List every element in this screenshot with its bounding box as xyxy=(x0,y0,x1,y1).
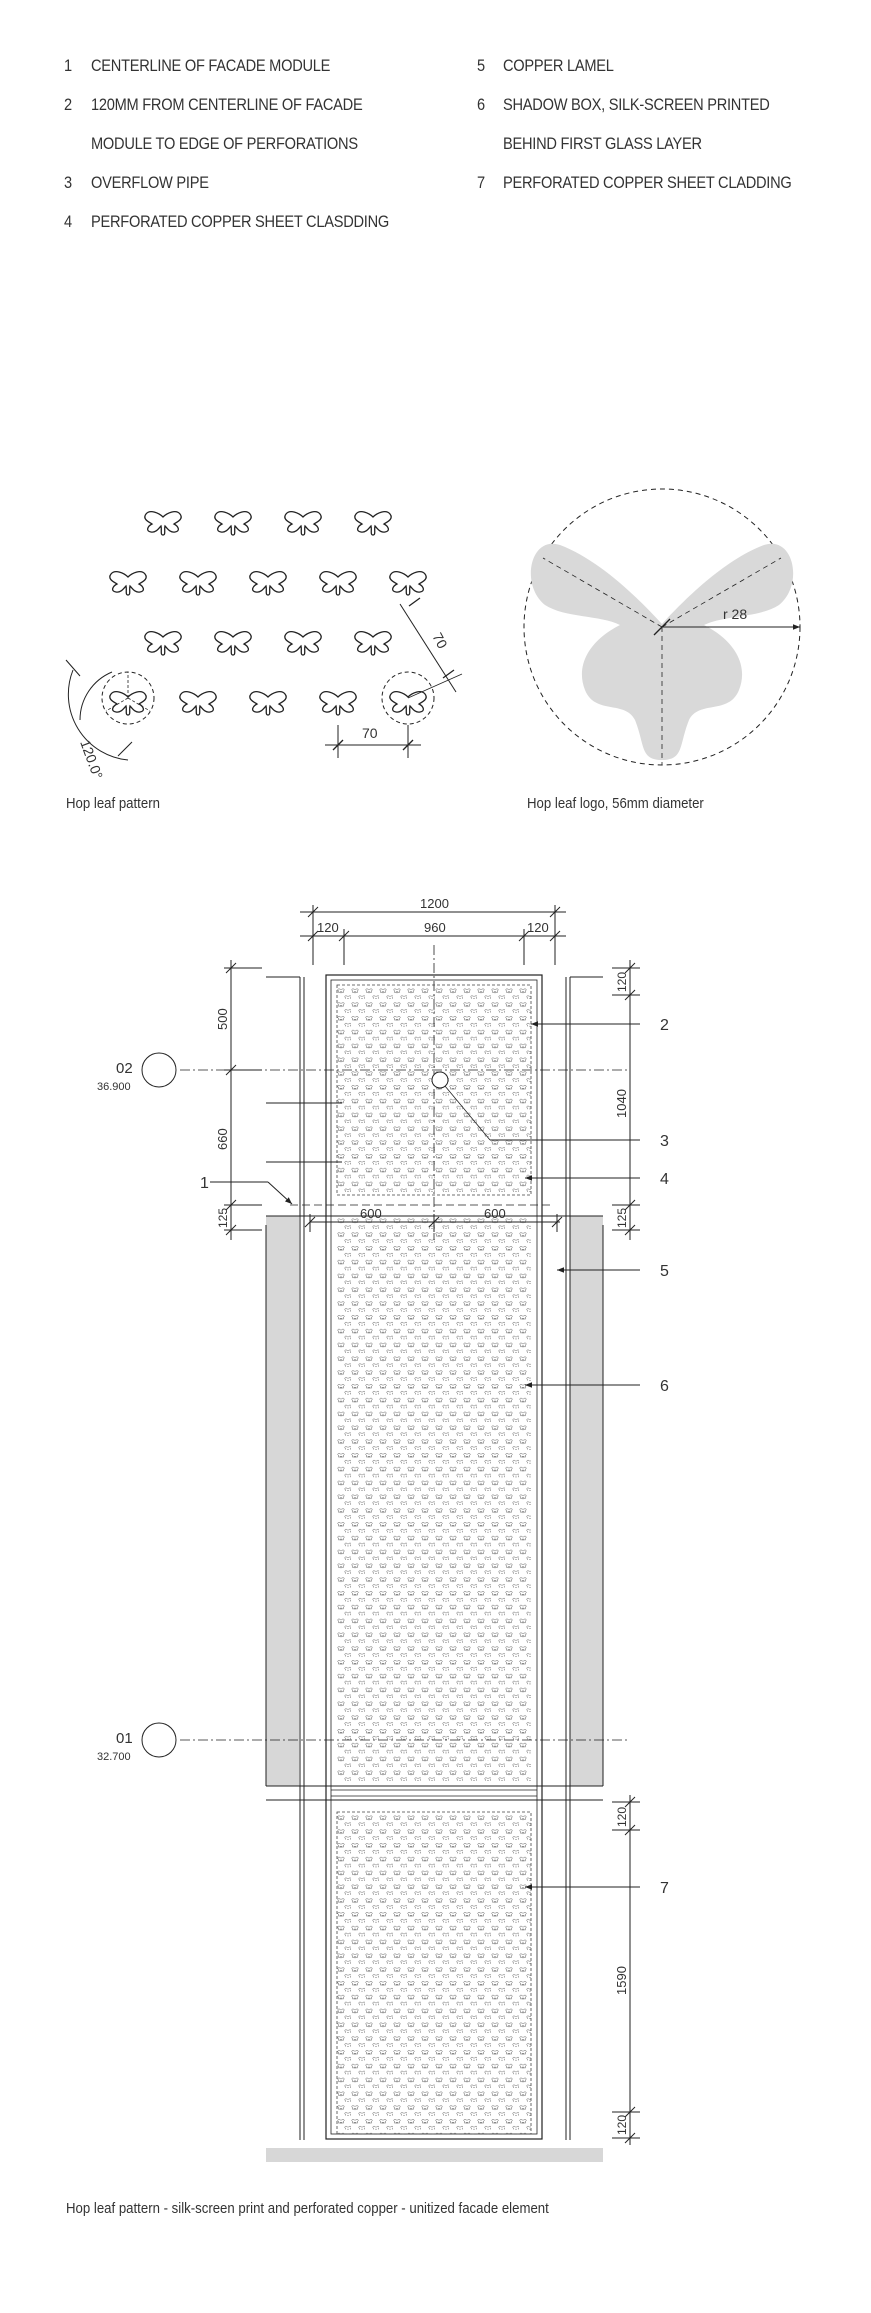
perforation-field-bottom xyxy=(337,1812,531,2134)
dim-right-offset: 120 xyxy=(527,920,549,935)
callout-4: 4 xyxy=(660,1171,669,1188)
legend-text: PERFORATED COPPER SHEET CLADDING xyxy=(503,173,792,192)
callout-2: 2 xyxy=(660,1017,669,1034)
legend-text: BEHIND FIRST GLASS LAYER xyxy=(503,134,702,153)
hop-leaf-mark xyxy=(144,631,182,656)
legend-text: PERFORATED COPPER SHEET CLASDDING xyxy=(91,212,390,231)
legend-text: 120MM FROM CENTERLINE OF FACADE xyxy=(91,95,363,114)
hop-leaf-mark xyxy=(214,511,252,536)
hop-leaf-mark xyxy=(284,511,322,536)
base-band xyxy=(266,2148,603,2162)
logo-caption: Hop leaf logo, 56mm diameter xyxy=(527,795,704,812)
dim-right-b-top: 120 xyxy=(615,1807,629,1827)
legend-number: 7 xyxy=(477,173,486,192)
hop-leaf-mark xyxy=(249,691,287,716)
hop-leaf-logo: r 28 xyxy=(523,488,801,766)
panel-frame xyxy=(325,974,543,2140)
legend-number: 2 xyxy=(64,95,73,114)
shadow-box-print xyxy=(337,1215,531,1783)
legend: 1 CENTERLINE OF FACADE MODULE 2 120MM FR… xyxy=(0,52,871,252)
dim-left-offset: 120 xyxy=(317,920,339,935)
legend-number: 6 xyxy=(477,95,486,114)
dim-left-b: 660 xyxy=(215,1128,230,1150)
spacing-label-diag: 70 xyxy=(429,630,451,651)
hop-leaf-mark xyxy=(249,571,287,596)
hop-leaf-mark xyxy=(354,631,392,656)
legend-text: SHADOW BOX, SILK-SCREEN PRINTED xyxy=(503,95,770,114)
callout-5: 5 xyxy=(660,1263,669,1280)
hop-leaf-mark xyxy=(354,511,392,536)
dim-right-mid: 1040 xyxy=(614,1089,629,1118)
dim-mid-left: 600 xyxy=(360,1206,382,1221)
legend-text: CENTERLINE OF FACADE MODULE xyxy=(91,56,331,75)
dim-mid-right: 600 xyxy=(484,1206,506,1221)
hop-leaf-mark xyxy=(109,571,147,596)
lamel-band-left xyxy=(266,1216,299,1786)
hop-leaf-mark xyxy=(214,631,252,656)
angle-label: 120.0° xyxy=(77,738,106,782)
dim-right-top: 120 xyxy=(615,972,629,992)
facade-elevation: 1200 120 960 120 500 660 125 600 600 xyxy=(97,896,669,2162)
hop-leaf-mark xyxy=(319,691,357,716)
level-marker-02 xyxy=(141,1052,177,1088)
level-elevation: 32.700 xyxy=(97,1751,131,1763)
hop-leaf-pattern: 120.0° 70 70 xyxy=(65,511,463,782)
legend-number: 5 xyxy=(477,56,486,75)
level-marker-01 xyxy=(141,1722,177,1758)
dim-right-low: 125 xyxy=(615,1208,629,1228)
hop-leaf-mark xyxy=(389,691,427,716)
hop-leaf-mark xyxy=(319,571,357,596)
spacing-label-h: 70 xyxy=(362,725,378,741)
radius-label: r 28 xyxy=(723,606,747,622)
legend-text: COPPER LAMEL xyxy=(503,56,614,75)
dim-right-b-bottom: 120 xyxy=(615,2115,629,2135)
logo-shape xyxy=(530,543,794,760)
legend-number: 3 xyxy=(64,173,73,192)
legend-number: 4 xyxy=(64,212,73,231)
dim-right-b-mid: 1590 xyxy=(614,1966,629,1995)
hop-leaf-mark xyxy=(389,571,427,596)
legend-text: OVERFLOW PIPE xyxy=(91,173,209,192)
level-name: 01 xyxy=(116,1730,133,1747)
hop-leaf-mark xyxy=(179,691,217,716)
callout-1: 1 xyxy=(200,1175,209,1192)
level-name: 02 xyxy=(116,1060,133,1077)
dim-left-c: 125 xyxy=(216,1208,230,1228)
callout-3: 3 xyxy=(660,1133,669,1150)
elevation-caption: Hop leaf pattern - silk-screen print and… xyxy=(66,2200,549,2217)
dim-middle-width: 960 xyxy=(424,920,446,935)
hop-leaf-mark xyxy=(144,511,182,536)
dim-left-a: 500 xyxy=(215,1008,230,1030)
legend-text: MODULE TO EDGE OF PERFORATIONS xyxy=(91,134,358,153)
callout-7: 7 xyxy=(660,1880,669,1897)
hop-leaf-mark xyxy=(179,571,217,596)
lamel-band-right xyxy=(570,1216,603,1786)
legend-number: 1 xyxy=(64,56,73,75)
dim-overall-width: 1200 xyxy=(420,896,449,911)
hop-leaf-mark xyxy=(284,631,322,656)
callout-6: 6 xyxy=(660,1378,669,1395)
level-elevation: 36.900 xyxy=(97,1081,131,1093)
pattern-caption: Hop leaf pattern xyxy=(66,795,160,812)
